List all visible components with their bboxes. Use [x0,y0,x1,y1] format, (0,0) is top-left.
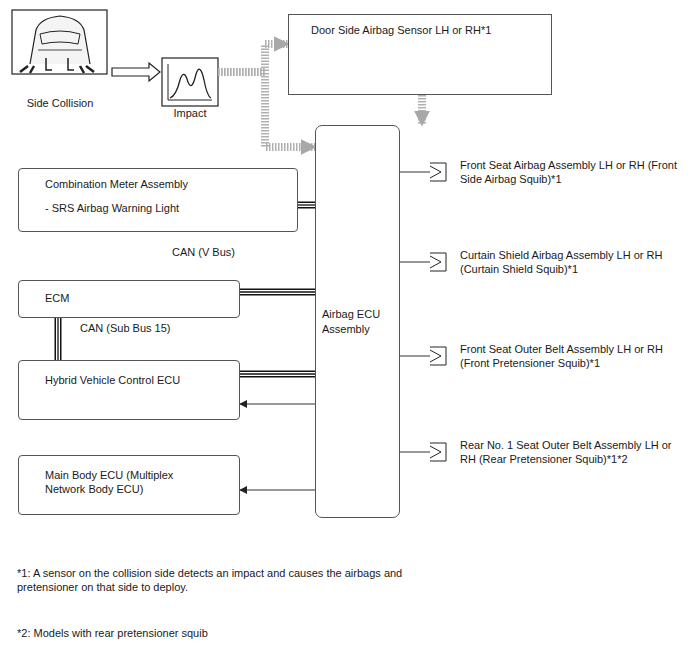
connector [240,404,315,405]
connector [240,490,315,491]
squib-item: Front Seat Outer Belt Assembly LH or RH … [430,342,682,382]
node-title: Main Body ECU (Multiplex Network Body EC… [45,468,213,497]
node-title: Combination Meter Assembly [45,177,271,191]
connector [400,452,430,453]
ecm-box: ECM [18,280,240,318]
can-bus-line [57,318,58,360]
signal-line [400,262,430,263]
block-arrow [112,63,160,81]
impact-graph [162,58,218,106]
signal-line [400,356,430,357]
connector [400,172,430,173]
footnote: *1: A sensor on the collision side detec… [15,566,419,595]
can-bus-line [298,202,315,209]
connector [112,63,160,81]
node-title: Impact [173,106,206,120]
footnote: *2: Models with rear pretensioner squib [15,626,419,640]
can-bus-line [240,373,315,374]
squib-item: Front Seat Airbag Assembly LH or RH (Fro… [430,158,682,198]
node-title: Airbag ECU Assembly [322,307,393,336]
node-title: ECM [45,291,213,305]
can-bus-line [55,318,62,360]
connector [240,292,315,293]
signal-line [240,490,315,491]
can-bus-line [240,291,315,292]
meter-box: Combination Meter Assembly - SRS Airbag W… [18,168,298,232]
connector [400,356,430,357]
signal-line [240,404,315,405]
squib-symbols [430,163,446,461]
connector [298,205,315,206]
squib-item: Rear No. 1 Seat Outer Belt Assembly LH o… [430,438,682,490]
bus-label: CAN (V Bus) [170,245,237,259]
node-title: Side Collision [27,96,94,110]
ecu-box: Airbag ECU Assembly [315,125,400,518]
signal-line [400,452,430,453]
body-ecu-box: Main Body ECU (Multiplex Network Body EC… [18,455,240,515]
node-title: Front Seat Outer Belt Assembly LH or RH … [460,342,682,371]
side-collision-illustration [12,10,107,74]
node-title: Front Seat Airbag Assembly LH or RH (Fro… [460,158,682,187]
node-title: Door Side Airbag Sensor LH or RH*1 [311,23,529,37]
sensor-box: Door Side Airbag Sensor LH or RH*1 [288,14,552,95]
hv-ecu-box: Hybrid Vehicle Control ECU [18,360,240,420]
squib-item: Curtain Shield Airbag Assembly LH or RH … [430,248,682,288]
node-detail: - SRS Airbag Warning Light [45,201,271,215]
connector [422,95,423,125]
impact-graph-box: Impact [150,56,230,120]
impact-signal-arrow [418,95,426,125]
connector [400,262,430,263]
can-bus-line [240,371,315,378]
can-bus-line [240,290,315,294]
connector [240,374,315,375]
connector [218,44,288,72]
node-title: Rear No. 1 Seat Outer Belt Assembly LH o… [460,438,682,467]
node-title: Hybrid Vehicle Control ECU [45,373,213,387]
collision-illustration: Side Collision [10,8,110,110]
can-bus-line [240,372,315,376]
node-title: Curtain Shield Airbag Assembly LH or RH … [460,248,682,277]
impact-signal-arrow [218,44,288,72]
bus-label: CAN (Sub Bus 15) [78,321,172,335]
can-bus-line [56,318,60,360]
connector [58,318,59,360]
can-bus-line [240,289,315,296]
can-bus-line [298,203,315,207]
signal-line [400,172,430,173]
can-bus-line [298,204,315,205]
